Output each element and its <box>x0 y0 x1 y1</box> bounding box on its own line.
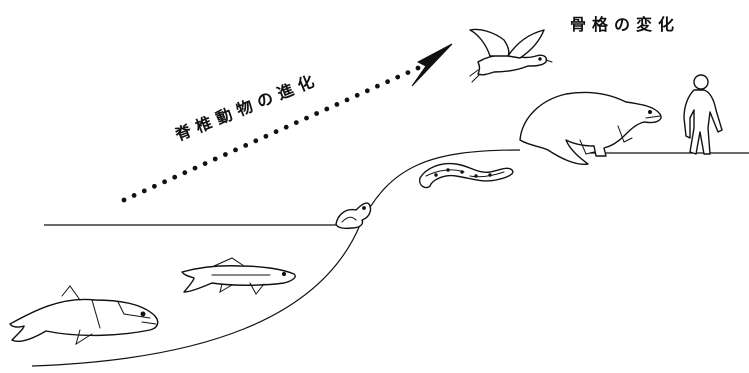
trail-dot <box>131 193 137 198</box>
snake-icon <box>418 162 514 189</box>
trail-dot <box>395 74 401 80</box>
dotted-trail <box>121 65 421 203</box>
trail-dot <box>405 70 411 75</box>
armored-fish-icon <box>9 285 159 346</box>
trail-dot <box>182 170 188 176</box>
trail-dot <box>141 188 147 194</box>
trail-dot <box>162 179 168 185</box>
trail-dot <box>283 124 289 130</box>
trail-dot <box>243 143 249 148</box>
trail-dot <box>304 115 309 121</box>
trail-dot <box>263 133 269 139</box>
trail-dot <box>172 174 178 180</box>
bird-icon <box>469 28 553 83</box>
trail-dot <box>152 183 157 189</box>
trail-dot <box>202 161 208 167</box>
dinosaur-icon <box>519 91 662 165</box>
human-icon <box>683 74 723 155</box>
trail-dot <box>375 83 380 89</box>
arrow-head-icon <box>411 43 453 87</box>
trail-dot <box>121 197 127 203</box>
trail-dot <box>314 111 319 116</box>
evolution-arrow <box>121 43 453 203</box>
trail-dot <box>334 102 340 107</box>
vertebrate-evolution-label: 脊椎動物の進化 <box>171 69 322 145</box>
trail-dot <box>293 120 299 125</box>
fish-icon <box>181 257 296 295</box>
trail-dot <box>364 88 370 94</box>
trail-dot <box>192 165 198 171</box>
land-profile-curve <box>31 149 521 367</box>
skeleton-change-label: 骨格の変化 <box>570 15 680 34</box>
trail-dot <box>415 65 421 71</box>
trail-dot <box>253 138 259 144</box>
trail-dot <box>385 79 390 85</box>
trail-dot <box>233 147 238 153</box>
trail-dot <box>324 106 330 112</box>
trail-dot <box>354 92 360 98</box>
trail-dot <box>212 156 218 162</box>
trail-dot <box>223 152 228 157</box>
trail-dot <box>344 97 350 103</box>
frog-icon <box>335 202 372 230</box>
trail-dot <box>273 129 279 135</box>
